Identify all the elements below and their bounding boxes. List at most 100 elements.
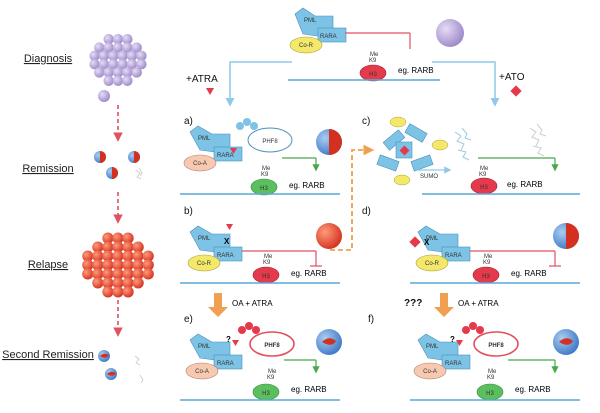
svg-text:Co-R: Co-R [197, 261, 212, 267]
relapse-cell-cluster [82, 232, 154, 298]
panel-d: d) PML RARA Co-R X Me K9 H3 eg. RARB [362, 206, 580, 284]
svg-text:Co-A: Co-A [195, 369, 209, 375]
cell [102, 259, 114, 271]
unknown-treatment-label: ??? [404, 298, 422, 309]
apl-cell-icon [436, 19, 464, 47]
cell [122, 250, 134, 262]
cell [122, 277, 134, 289]
svg-text:RARA: RARA [445, 361, 462, 367]
svg-text:K9: K9 [263, 260, 271, 266]
histone-h3-repressed [359, 64, 387, 82]
cell [112, 34, 124, 45]
second-remission-cells [98, 350, 144, 384]
cell [136, 50, 147, 62]
cell [122, 259, 134, 271]
svg-text:eg. RARB: eg. RARB [507, 180, 543, 189]
cell-debris-icon-2 [134, 355, 144, 384]
cell [132, 250, 144, 262]
diagnosis-cell-cluster [89, 34, 147, 87]
oa-atra-label-e: OA + ATRA [232, 299, 273, 308]
atra-branch-arrow [225, 61, 292, 107]
cell [122, 241, 134, 253]
panel-d-label: d) [362, 206, 371, 217]
cell [112, 241, 124, 253]
stage-relapse-label: Relapse [28, 259, 68, 271]
svg-text:PML: PML [198, 236, 211, 242]
cell [103, 75, 114, 87]
cell [142, 259, 154, 271]
stage-remission-label: Remission [22, 163, 73, 175]
cell [108, 58, 119, 70]
cell [89, 58, 100, 70]
sumo-label: SUMO [420, 174, 438, 180]
oa-atra-label-f: OA + ATRA [458, 299, 499, 308]
panel-a: a) PML RARA Co-A PHF8 Me K9 H3 eg. RARB [180, 116, 342, 196]
svg-text:Me: Me [264, 254, 273, 260]
me-label: Me [370, 52, 379, 58]
cell [82, 259, 94, 271]
cell [108, 50, 119, 62]
cell [122, 67, 133, 78]
svg-text:H3: H3 [486, 391, 494, 397]
diagnosis-single-cell [98, 90, 110, 102]
svg-text:?: ? [226, 335, 231, 344]
cell [142, 250, 154, 262]
svg-text:K9: K9 [267, 375, 275, 381]
pml-label: PML [304, 18, 317, 24]
cell [132, 277, 144, 289]
svg-text:H3: H3 [262, 274, 270, 280]
cell [112, 259, 124, 271]
cell [92, 259, 104, 271]
cell [98, 50, 110, 62]
cell [102, 250, 114, 262]
k9-label: K9 [369, 58, 377, 64]
svg-text:H3: H3 [482, 274, 490, 280]
cell [92, 277, 104, 289]
cell [82, 250, 94, 262]
svg-text:H3: H3 [262, 391, 270, 397]
svg-text:Me: Me [268, 369, 277, 375]
cell [103, 67, 114, 78]
svg-text:RARA: RARA [217, 361, 234, 367]
cell [131, 67, 142, 78]
rara-label: RARA [320, 34, 337, 40]
cell [122, 286, 134, 298]
svg-text:eg. RARB: eg. RARB [291, 269, 327, 278]
cell [112, 277, 124, 289]
svg-text:PML: PML [426, 344, 439, 350]
svg-text:H3: H3 [369, 72, 377, 78]
cell [122, 268, 134, 280]
oa-atra-arrow-f [434, 307, 454, 317]
cell [102, 232, 114, 244]
cell [136, 58, 147, 70]
panel-c-label: c) [362, 116, 370, 127]
cell [126, 50, 138, 62]
cell [132, 259, 144, 271]
cell [102, 268, 114, 280]
ato-branch-arrow [432, 61, 500, 107]
svg-text:K9: K9 [487, 375, 495, 381]
panel-e-label: e) [184, 314, 193, 325]
panel-e: OA + ATRA e) PML RARA Co-A ? PHF8 Me K9 … [180, 293, 342, 401]
atra-drug-icon [206, 88, 214, 95]
oa-atra-arrow [208, 307, 228, 317]
svg-text:Me: Me [484, 254, 493, 260]
top-complex: PML RARA Co-R Me K9 H3 eg. RARB [288, 7, 464, 82]
co-repressor [289, 36, 323, 54]
cell [98, 58, 110, 70]
ato-drug-icon [510, 85, 522, 97]
co-activator [183, 154, 217, 172]
atra-label: +ATRA [186, 74, 218, 85]
svg-text:K9: K9 [261, 172, 269, 178]
cell [122, 75, 133, 87]
svg-text:PML: PML [426, 236, 439, 242]
cor-label: Co-R [299, 43, 314, 49]
cell [117, 58, 128, 70]
svg-text:eg. RARB: eg. RARB [291, 385, 327, 394]
svg-text:K9: K9 [483, 260, 491, 266]
svg-text:PHF8: PHF8 [262, 139, 278, 145]
gene-label: eg. RARB [398, 66, 434, 75]
cell [122, 34, 133, 45]
stage-second-remission-label: Second Remission [2, 349, 94, 361]
